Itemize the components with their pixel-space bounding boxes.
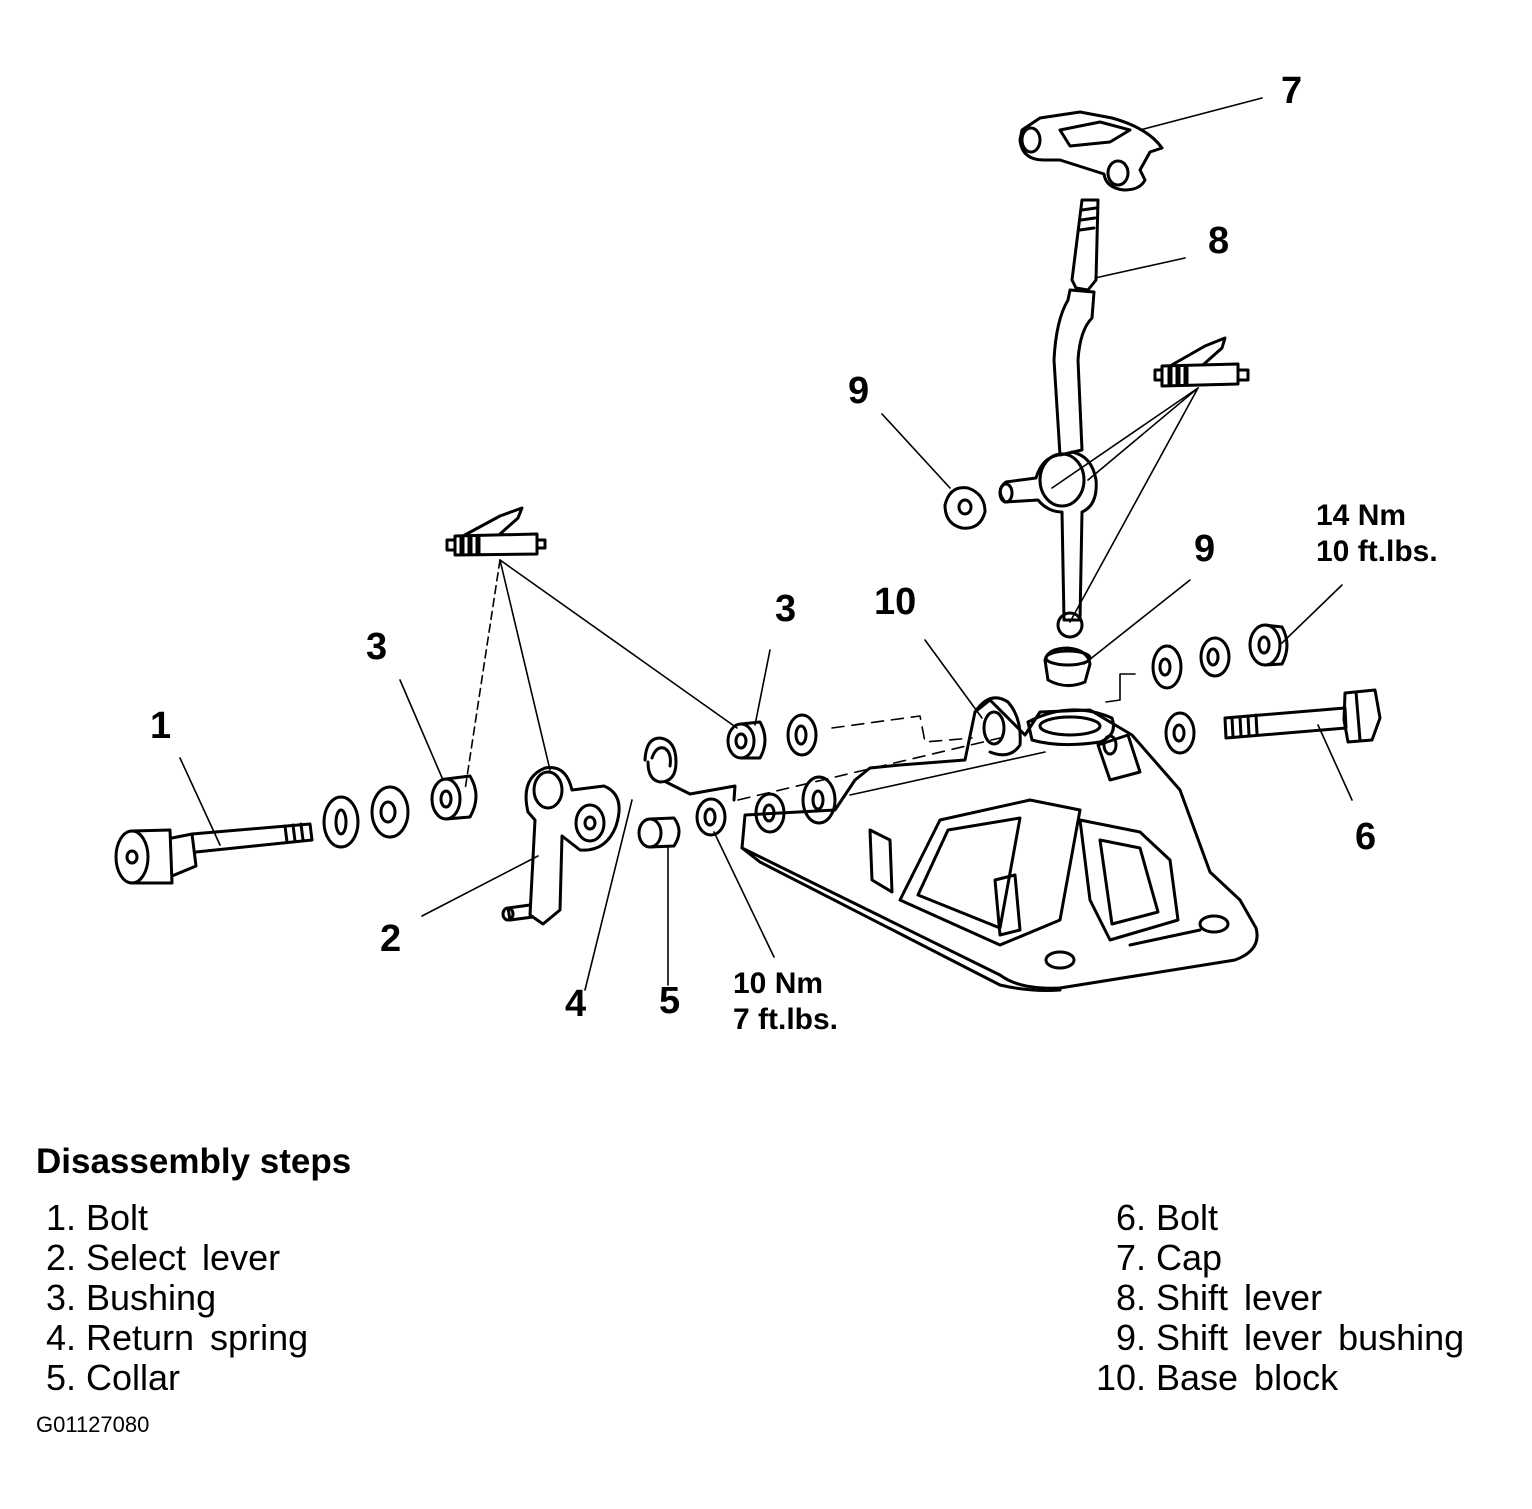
part-select-lever-2 bbox=[501, 765, 621, 926]
part-washer-mid-c bbox=[801, 775, 837, 825]
legend-item: 2.Select lever bbox=[45, 1237, 281, 1278]
part-washer-mid-a bbox=[786, 713, 818, 757]
part-shift-lever-8 bbox=[998, 198, 1100, 639]
callout-7: 7 bbox=[1281, 70, 1303, 112]
part-bolt-6 bbox=[1223, 688, 1382, 744]
part-shift-bushing-9-upper bbox=[943, 486, 987, 530]
callout-3-left: 3 bbox=[366, 626, 388, 668]
legend-item: 7.Cap bbox=[1115, 1237, 1223, 1278]
legend-item: 4.Return spring bbox=[45, 1317, 309, 1358]
callout-3-middle: 3 bbox=[775, 588, 797, 630]
grease-symbol-left bbox=[445, 506, 547, 557]
torque-left-nm: 10 Nm bbox=[733, 967, 824, 1000]
callout-9-lower: 9 bbox=[1194, 528, 1216, 570]
torque-right-ftlbs: 10 ft.lbs. bbox=[1316, 535, 1438, 568]
torque-spec-left: 10 Nm 7 ft.lbs. bbox=[733, 966, 838, 1038]
part-bushing-3-left bbox=[430, 774, 478, 821]
part-return-spring-4 bbox=[643, 736, 737, 802]
legend-item: 9.Shift lever bushing bbox=[1115, 1317, 1465, 1358]
part-nut-right bbox=[1248, 623, 1289, 667]
part-collar-5 bbox=[637, 816, 681, 849]
part-base-block-10 bbox=[740, 696, 1259, 992]
callout-1: 1 bbox=[150, 705, 172, 747]
callout-4: 4 bbox=[565, 983, 587, 1025]
callout-10: 10 bbox=[874, 581, 917, 623]
legend-item: 3.Bushing bbox=[45, 1277, 217, 1318]
legend-title: Disassembly steps bbox=[36, 1142, 352, 1181]
part-washer-right-c bbox=[1164, 711, 1196, 755]
legend-item: 1.Bolt bbox=[45, 1197, 149, 1238]
callout-5: 5 bbox=[659, 980, 681, 1022]
part-washer-1b bbox=[370, 785, 410, 839]
callout-8: 8 bbox=[1208, 220, 1230, 262]
part-bolt-1 bbox=[114, 822, 314, 885]
part-washer-right-b bbox=[1199, 636, 1231, 678]
torque-spec-right: 14 Nm 10 ft.lbs. bbox=[1316, 498, 1438, 570]
part-washer-right-a bbox=[1151, 644, 1183, 690]
callout-9-upper: 9 bbox=[848, 370, 870, 412]
callout-6: 6 bbox=[1355, 816, 1377, 858]
grease-symbol-right bbox=[1153, 336, 1250, 388]
torque-left-ftlbs: 7 ft.lbs. bbox=[733, 1003, 839, 1036]
leader-lines bbox=[179, 97, 1353, 991]
legend-item: 5.Collar bbox=[45, 1357, 181, 1398]
legend-item: 8.Shift lever bbox=[1115, 1277, 1323, 1318]
legend-item: 6.Bolt bbox=[1115, 1197, 1219, 1238]
legend-item: 10.Base block bbox=[1095, 1357, 1339, 1398]
figure-code: G01127080 bbox=[36, 1412, 150, 1437]
part-washer-1a bbox=[322, 795, 360, 849]
part-bushing-3-middle bbox=[726, 720, 767, 760]
part-cap-7 bbox=[1018, 110, 1164, 192]
torque-right-nm: 14 Nm bbox=[1316, 499, 1407, 532]
exploded-diagram bbox=[114, 97, 1382, 992]
part-nut-left bbox=[695, 797, 727, 837]
part-shift-bushing-9-lower bbox=[1043, 646, 1092, 687]
callout-2: 2 bbox=[380, 918, 402, 960]
